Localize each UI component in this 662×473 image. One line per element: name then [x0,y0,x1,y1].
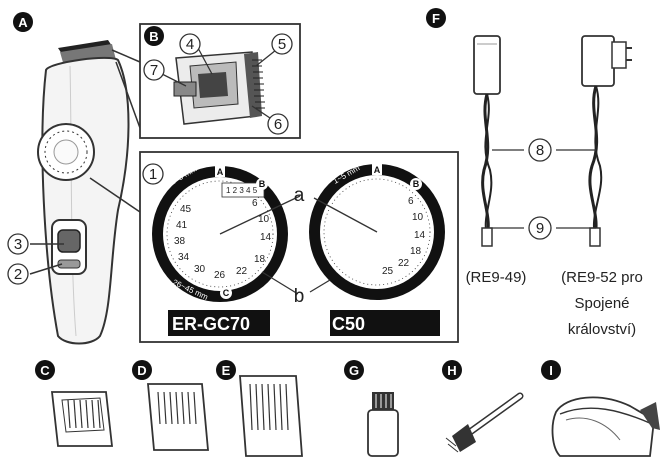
dial-right [309,164,445,300]
section-label-d: D [137,363,146,378]
dial-left-mark-22: 22 [236,266,248,277]
model-name-left: ER-GC70 [172,314,250,334]
callout-circle-3 [7,233,29,255]
dial-detail [139,151,459,343]
callout-number-6: 6 [274,116,282,133]
dial-left [152,166,301,302]
section-badge-h [442,360,462,380]
callout-number-2: 2 [14,266,22,283]
section-badge-i [541,360,561,380]
dial-letter-b: b [294,286,305,307]
section-badge-b [144,26,164,46]
section-badge-a [13,12,33,32]
cleaning-brush [445,392,524,453]
section-badges: A B F C D E G H I [13,8,561,380]
model-bar-left [168,310,270,336]
dial-left-mark-41: 41 [176,220,188,231]
dial-left-mark-30: 30 [194,264,206,275]
dial-right-mark-25: 25 [382,266,394,277]
callout-number-1: 1 [149,166,157,183]
section-label-a: A [18,15,28,30]
callouts [7,33,552,285]
callout-number-7: 7 [150,62,158,79]
dial-right-ring-letter-b: B [413,179,420,189]
dial-left-mark-10: 10 [258,214,270,225]
callout-circle-5 [271,33,293,55]
callout-circle-8 [528,138,552,162]
dial-left-mark-45: 45 [180,204,192,215]
dial-left-mark-34: 34 [178,252,190,263]
trimmer-body [37,40,130,345]
section-badge-f [426,8,446,28]
section-label-i: I [549,363,553,378]
section-label-c: C [40,363,50,378]
storage-pouch [551,396,660,457]
callout-circle-6 [267,113,289,135]
callout-circle-1 [142,163,164,185]
dial-left-ring-letter-b: B [259,179,266,189]
adapter-caption-right-2: Spojené [574,295,629,312]
section-label-b: B [149,29,158,44]
adapter-caption-right-1: (RE9-52 pro [561,269,643,286]
section-label-h: H [447,363,456,378]
dial-left-ring-letter-c: C [223,288,230,298]
section-badge-d [132,360,152,380]
dial-right-ring-letter-a: A [374,165,381,175]
adapter-caption-right-3: království) [568,321,636,338]
dial-right-mark-6: 6 [408,196,414,207]
section-label-e: E [222,363,231,378]
callout-number-3: 3 [14,236,22,253]
comb-c [50,391,114,447]
dial-right-mark-10: 10 [412,212,424,223]
dial-letter-a: a [294,185,305,206]
callout-circle-9 [528,216,552,240]
dial-left-ring-letter-a: A [217,167,224,177]
adapters [473,35,632,247]
section-badge-c [35,360,55,380]
section-label-f: F [432,11,440,26]
dial-left-mark-14: 14 [260,232,272,243]
dial-right-mark-14: 14 [414,230,426,241]
dial-right-mark-18: 18 [410,246,422,257]
callout-circle-2 [7,263,29,285]
model-bar-right [330,310,440,336]
callout-circle-7 [143,59,165,81]
leader-lines-a [29,49,141,275]
adapter-caption-left: (RE9-49) [466,269,527,286]
callout-number-5: 5 [278,36,286,53]
section-badge-e [216,360,236,380]
callout-circle-4 [179,33,201,55]
callout-number-4: 4 [186,36,194,53]
comb-e [239,375,303,457]
dial-left-mark-18: 18 [254,254,266,265]
section-label-g: G [349,363,359,378]
oil-bottle [367,392,399,457]
dial-left-mini-scale: 1 2 3 4 5 [226,186,258,195]
comb-d [147,383,209,451]
model-name-right: C50 [332,314,365,334]
dial-left-mark-6: 6 [252,198,258,209]
callout-number-8: 8 [536,142,544,159]
dial-left-mark-26: 26 [214,270,226,281]
dial-right-mark-22: 22 [398,258,410,269]
section-badge-g [344,360,364,380]
callout-number-9: 9 [536,220,544,237]
dial-left-mark-38: 38 [174,236,186,247]
